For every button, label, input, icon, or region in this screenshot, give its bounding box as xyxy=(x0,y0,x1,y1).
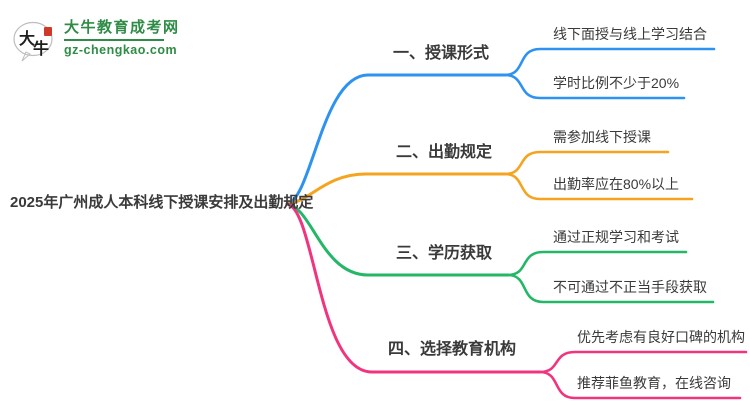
leaf-node-4b: 推荐菲鱼教育，在线咨询 xyxy=(577,375,731,391)
logo-divider xyxy=(64,39,164,41)
leaf-node-1a: 线下面授与线上学习结合 xyxy=(553,26,707,42)
svg-text:牛: 牛 xyxy=(33,39,49,58)
branch3-child2-line xyxy=(506,273,715,304)
branch-node-3: 三、学历获取 xyxy=(396,245,493,262)
site-url: gz-chengkao.com xyxy=(64,43,178,57)
branch-node-1: 一、授课形式 xyxy=(393,45,490,62)
leaf-node-1b: 学时比例不少于20% xyxy=(553,75,680,91)
branch1-line xyxy=(285,73,507,206)
branch3-child1-line xyxy=(506,250,688,277)
branch-node-2: 二、出勤规定 xyxy=(396,144,493,161)
branch2-line xyxy=(285,172,507,206)
leaf-node-3b: 不可通过不正当手段获取 xyxy=(553,279,707,295)
root-node: 2025年广州成人本科线下授课安排及出勤规定 xyxy=(10,194,314,211)
branch2-child1-line xyxy=(503,150,670,176)
branch1-child1-line xyxy=(503,47,716,77)
svg-text:大: 大 xyxy=(19,29,35,48)
leaf-node-2a: 需参加线下授课 xyxy=(553,129,651,145)
leaf-node-4a: 优先考虑有良好口碑的机构 xyxy=(577,329,745,345)
site-logo: 大 牛 大牛教育成考网 gz-chengkao.com xyxy=(10,10,180,62)
branch4-child2-line xyxy=(538,370,742,400)
logo-icon: 大 牛 xyxy=(13,21,53,62)
branch4-line xyxy=(285,202,542,374)
leaf-node-3a: 通过正规学习和考试 xyxy=(553,229,679,245)
logo-seal xyxy=(44,27,52,36)
branch1-child2-line xyxy=(503,73,686,100)
branch2-child2-line xyxy=(503,172,694,201)
site-name: 大牛教育成考网 xyxy=(64,19,180,36)
leaf-node-2b: 出勤率应在80%以上 xyxy=(553,176,680,192)
branch-node-4: 四、选择教育机构 xyxy=(388,341,517,358)
branch4-child1-line xyxy=(538,350,748,374)
branch3-line xyxy=(285,202,510,277)
logo-text-block: 大牛教育成考网 gz-chengkao.com xyxy=(64,16,180,57)
